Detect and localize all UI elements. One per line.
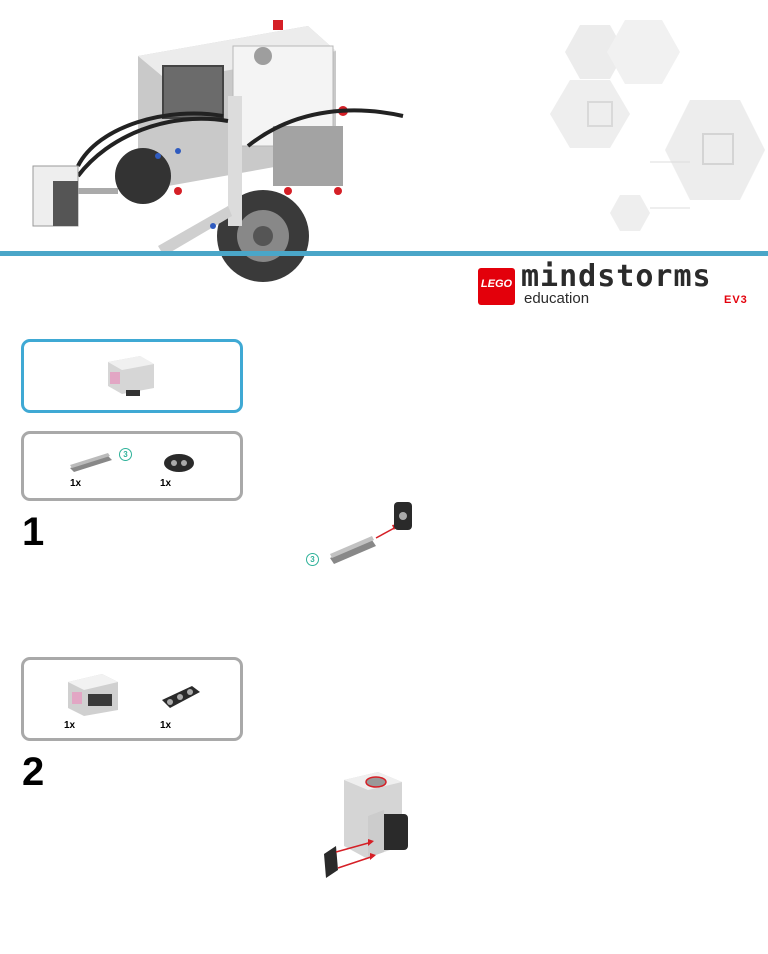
main-component-box: [21, 339, 243, 413]
step2-assembly-illustration: [324, 772, 408, 878]
step1-axle-length-callout: 3: [119, 448, 132, 461]
axle-3-icon: [70, 453, 112, 472]
brand-edition: EV3: [724, 294, 748, 306]
step1-part1-qty: 1x: [70, 478, 82, 489]
step1-parts-box: 3 1x 1x: [21, 431, 243, 501]
robot-illustration: [32, 20, 404, 282]
sensor-icon: [68, 674, 118, 716]
step1-assembly-callout: 3: [306, 553, 319, 566]
header-divider: [0, 251, 768, 256]
lego-wordmark: LEGO: [480, 278, 513, 290]
step1-part2-qty: 1x: [160, 478, 172, 489]
lego-badge: [478, 268, 515, 305]
step2-number: 2: [22, 750, 45, 794]
bush-icon: [164, 454, 194, 472]
ultrasonic-sensor-icon: [108, 356, 154, 396]
step1-assembly-illustration: [330, 502, 412, 564]
brand-subtitle: education: [524, 290, 590, 307]
step2-parts-box: 1x 1x: [21, 657, 243, 741]
mindstorms-logo: LEGO mindstorms education EV3: [478, 259, 758, 310]
hexagon-background: [550, 20, 765, 231]
beam-icon: [162, 686, 200, 708]
step2-part1-qty: 1x: [64, 720, 76, 731]
brand-name: mindstorms: [521, 259, 712, 294]
step2-part2-qty: 1x: [160, 720, 172, 731]
step1-number: 1: [22, 510, 45, 554]
